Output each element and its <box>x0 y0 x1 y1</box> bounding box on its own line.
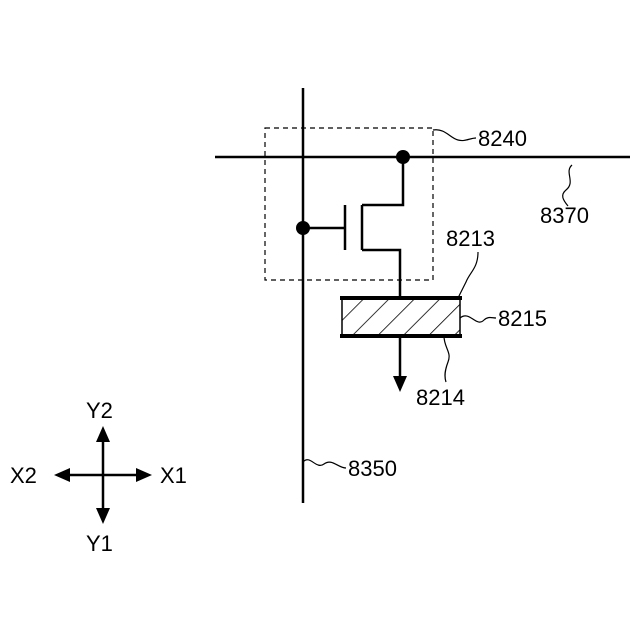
dashed-boundary-8240 <box>265 128 433 280</box>
label-8215: 8215 <box>498 306 547 331</box>
arrow-left-icon <box>54 468 70 482</box>
source-lead <box>362 250 400 298</box>
drain-lead <box>362 157 403 205</box>
label-8370: 8370 <box>540 203 589 228</box>
leader-8370 <box>563 165 572 206</box>
leader-8240 <box>433 130 476 141</box>
arrow-down-icon <box>96 508 110 524</box>
label-y2: Y2 <box>86 398 113 423</box>
label-8214: 8214 <box>416 385 465 410</box>
leader-8214 <box>444 336 449 382</box>
junction-dot-drain <box>396 150 410 164</box>
arrow-right-icon <box>136 468 152 482</box>
label-8240: 8240 <box>478 126 527 151</box>
hatched-element-8215 <box>342 298 460 336</box>
leader-8213 <box>458 252 478 298</box>
label-x1: X1 <box>160 463 187 488</box>
leader-8215 <box>460 316 496 322</box>
leader-8350 <box>303 460 346 468</box>
transistor <box>303 157 403 298</box>
direction-compass: Y2 Y1 X1 X2 <box>10 398 187 556</box>
label-8213: 8213 <box>446 226 495 251</box>
arrow-up-icon <box>96 426 110 442</box>
label-y1: Y1 <box>86 531 113 556</box>
output-arrow-head <box>393 376 407 392</box>
label-8350: 8350 <box>348 456 397 481</box>
label-x2: X2 <box>10 463 37 488</box>
junction-dot-gate <box>296 221 310 235</box>
